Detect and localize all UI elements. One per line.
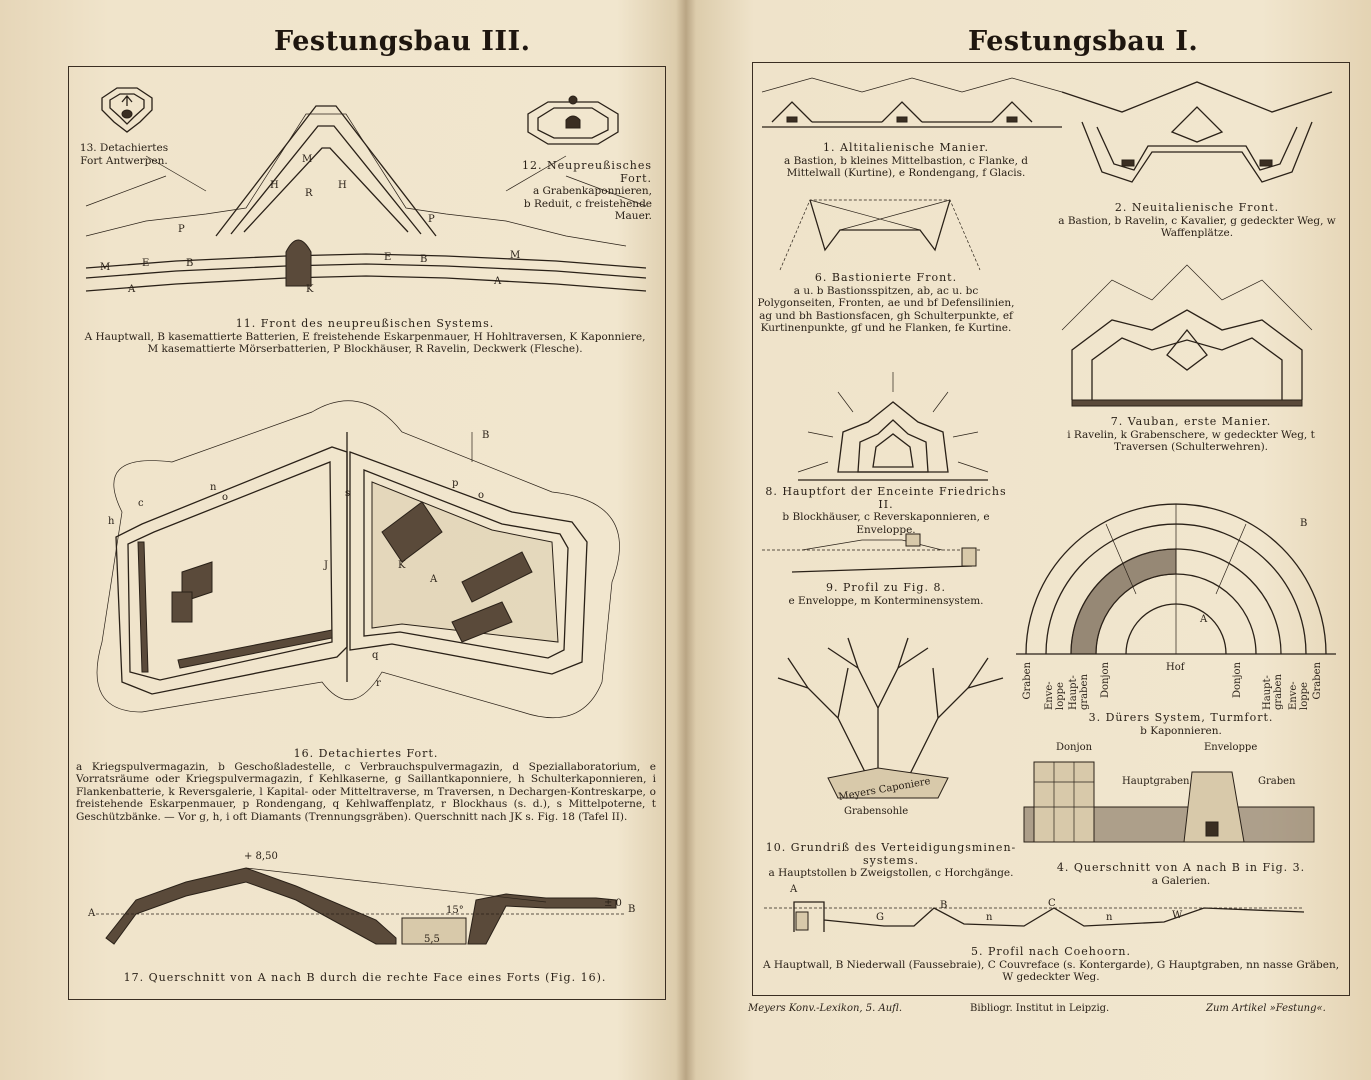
fig10-caption: 10. Grundriß des Verteidigungsminen-syst… <box>765 841 1017 879</box>
fig5-caption: 5. Profil nach Coehoorn. A Hauptwall, B … <box>762 945 1340 983</box>
fig3-zone-enveloppe-left: Enve-loppe <box>1044 681 1066 710</box>
fig3-zone-hauptgraben-left: Haupt-graben <box>1068 674 1090 710</box>
footer-institute: Bibliogr. Institut in Leipzig. <box>970 1003 1110 1014</box>
fig11-label-e-right: E <box>384 252 392 263</box>
fig17-angle: 15° <box>446 905 464 916</box>
fig4-hauptgraben-label: Hauptgraben <box>1122 776 1190 787</box>
fig3-zone-enveloppe-right: Enve-loppe <box>1288 681 1310 710</box>
fig11-label-e-left: E <box>142 258 150 269</box>
fig9-caption: 9. Profil zu Fig. 8. e Enveloppe, m Kont… <box>788 581 984 607</box>
footer-article-ref: Zum Artikel »Festung«. <box>1206 1003 1326 1014</box>
right-page-title: Festungsbau I. <box>968 26 1199 57</box>
left-page: Festungsbau III. 13. Detachiertes Fort A… <box>0 0 685 1080</box>
fig17-label-b: B <box>628 904 636 915</box>
fig12-neupreussisches-fort-drawing <box>527 95 619 145</box>
fig11-label-m-left: M <box>100 262 111 273</box>
fig11-label-b-left: B <box>186 258 194 269</box>
fig16-label-p: p <box>452 478 459 489</box>
fig2-neuitalienische-front-drawing <box>1061 81 1333 183</box>
fig13-caption: 13. Detachiertes Fort Antwerpen. <box>79 142 169 167</box>
fig1-altitalienische-manier-drawing <box>761 77 1063 128</box>
fig11-caption: 11. Front des neupreußischen Systems. A … <box>84 317 646 355</box>
fig1-caption: 1. Altitalienische Manier. a Bastion, b … <box>783 141 1029 179</box>
fig11-label-p-right: P <box>428 214 435 225</box>
left-plate-frame <box>68 66 666 1000</box>
fig17-label-a: A <box>88 908 96 919</box>
fig11-label-a-right: A <box>494 276 502 287</box>
fig16-label-n: n <box>210 482 217 493</box>
fig5-label-c: C <box>1048 898 1056 909</box>
book-gutter <box>676 0 696 1080</box>
fig4-graben-label: Graben <box>1258 776 1296 787</box>
fig8-hauptfort-drawing <box>797 372 989 481</box>
fig11-label-m-top: M <box>302 154 313 165</box>
fig4-querschnitt-drawing <box>1023 761 1315 843</box>
fig11-label-a-left: A <box>128 284 136 295</box>
fig16-label-h: h <box>108 516 115 527</box>
fig11-label-k: K <box>306 284 314 295</box>
fig11-front-neupreussisch-drawing <box>85 105 647 292</box>
fig10-minensystem-drawing <box>777 637 1004 799</box>
fig2-caption: 2. Neuitalienische Front. a Bastion, b R… <box>1058 201 1336 239</box>
fig17-height-bottom: 5,5 <box>424 934 440 945</box>
fig3-duerers-system-drawing <box>1016 503 1336 655</box>
fig11-label-b-right: B <box>420 254 428 265</box>
fig3-zone-labels: Graben Enve-loppe Haupt-graben Donjon Ho… <box>1018 662 1338 710</box>
fig6-bastionierte-front-drawing <box>779 199 981 271</box>
fig11-label-m-right: M <box>510 250 521 261</box>
fig11-label-h-left: H <box>270 180 279 191</box>
right-page: Festungsbau I. 1. Altitalienische Manier… <box>686 0 1371 1080</box>
fig7-caption: 7. Vauban, erste Manier. i Ravelin, k Gr… <box>1067 415 1315 453</box>
fig4-donjon-label: Donjon <box>1056 742 1093 753</box>
fig17-height-top: + 8,50 <box>244 851 278 862</box>
fig16-detachiertes-fort-drawing <box>96 400 620 719</box>
fig5-label-n1: n <box>986 912 993 923</box>
fig5-label-n2: n <box>1106 912 1113 923</box>
right-plate-frame <box>752 62 1350 996</box>
fig3-label-a: A <box>1200 614 1208 625</box>
fig3-zone-donjon-left: Donjon <box>1100 662 1111 699</box>
fig16-label-c: c <box>138 498 144 509</box>
fig16-label-b: B <box>482 430 490 441</box>
fig4-enveloppe-label: Enveloppe <box>1204 742 1258 753</box>
fig7-vauban-drawing <box>1061 264 1313 407</box>
fig5-coehoorn-drawing <box>764 901 1305 932</box>
fig16-label-k: K <box>398 560 406 571</box>
fig5-label-a: A <box>790 884 798 895</box>
fig10-sole: Grabensohle <box>844 806 909 817</box>
fig16-label-r: r <box>376 678 381 689</box>
footer-publisher: Meyers Konv.-Lexikon, 5. Aufl. <box>748 1003 903 1014</box>
fig11-label-h-right: H <box>338 180 347 191</box>
fig3-zone-donjon-right: Donjon <box>1232 662 1243 699</box>
fig5-label-g: G <box>876 912 884 923</box>
fig3-caption: 3. Dürers System, Turmfort. b Kaponniere… <box>1088 711 1274 737</box>
fig16-label-a: A <box>430 574 438 585</box>
fig13-fort-antwerpen-drawing <box>101 87 153 133</box>
fig3-label-b: B <box>1300 518 1308 529</box>
fig3-zone-hauptgraben-right: Haupt-graben <box>1262 674 1284 710</box>
left-page-title: Festungsbau III. <box>274 26 531 57</box>
fig8-caption: 8. Hauptfort der Enceinte Friedrichs II.… <box>765 485 1007 536</box>
fig5-label-b: B <box>940 900 948 911</box>
fig11-label-r: R <box>305 188 313 199</box>
fig12-caption: 12. Neupreußisches Fort. a Grabenkaponni… <box>521 159 652 222</box>
fig9-profil-drawing <box>762 533 982 573</box>
fig17-querschnitt-drawing <box>96 867 626 945</box>
fig4-caption: 4. Querschnitt von A nach B in Fig. 3. a… <box>1056 861 1306 887</box>
fig16-label-j: J <box>324 560 329 571</box>
fig3-zone-hof: Hof <box>1166 662 1185 673</box>
fig3-zone-graben-right: Graben <box>1312 662 1323 700</box>
fig17-height-zero: ± 0 <box>604 898 622 909</box>
fig16-label-o-left: o <box>222 492 229 503</box>
fig5-label-w: W <box>1172 910 1183 921</box>
fig17-caption: 17. Querschnitt von A nach B durch die r… <box>123 971 607 984</box>
fig11-label-p-left: P <box>178 224 185 235</box>
fig16-caption: 16. Detachiertes Fort. a Kriegspulvermag… <box>76 747 656 823</box>
fig16-label-o-right: o <box>478 490 485 501</box>
fig16-label-s: s <box>345 488 351 499</box>
fig6-caption: 6. Bastionierte Front. a u. b Bastionssp… <box>757 271 1015 334</box>
fig3-zone-graben-left: Graben <box>1022 662 1033 700</box>
fig16-label-q: q <box>372 650 379 661</box>
